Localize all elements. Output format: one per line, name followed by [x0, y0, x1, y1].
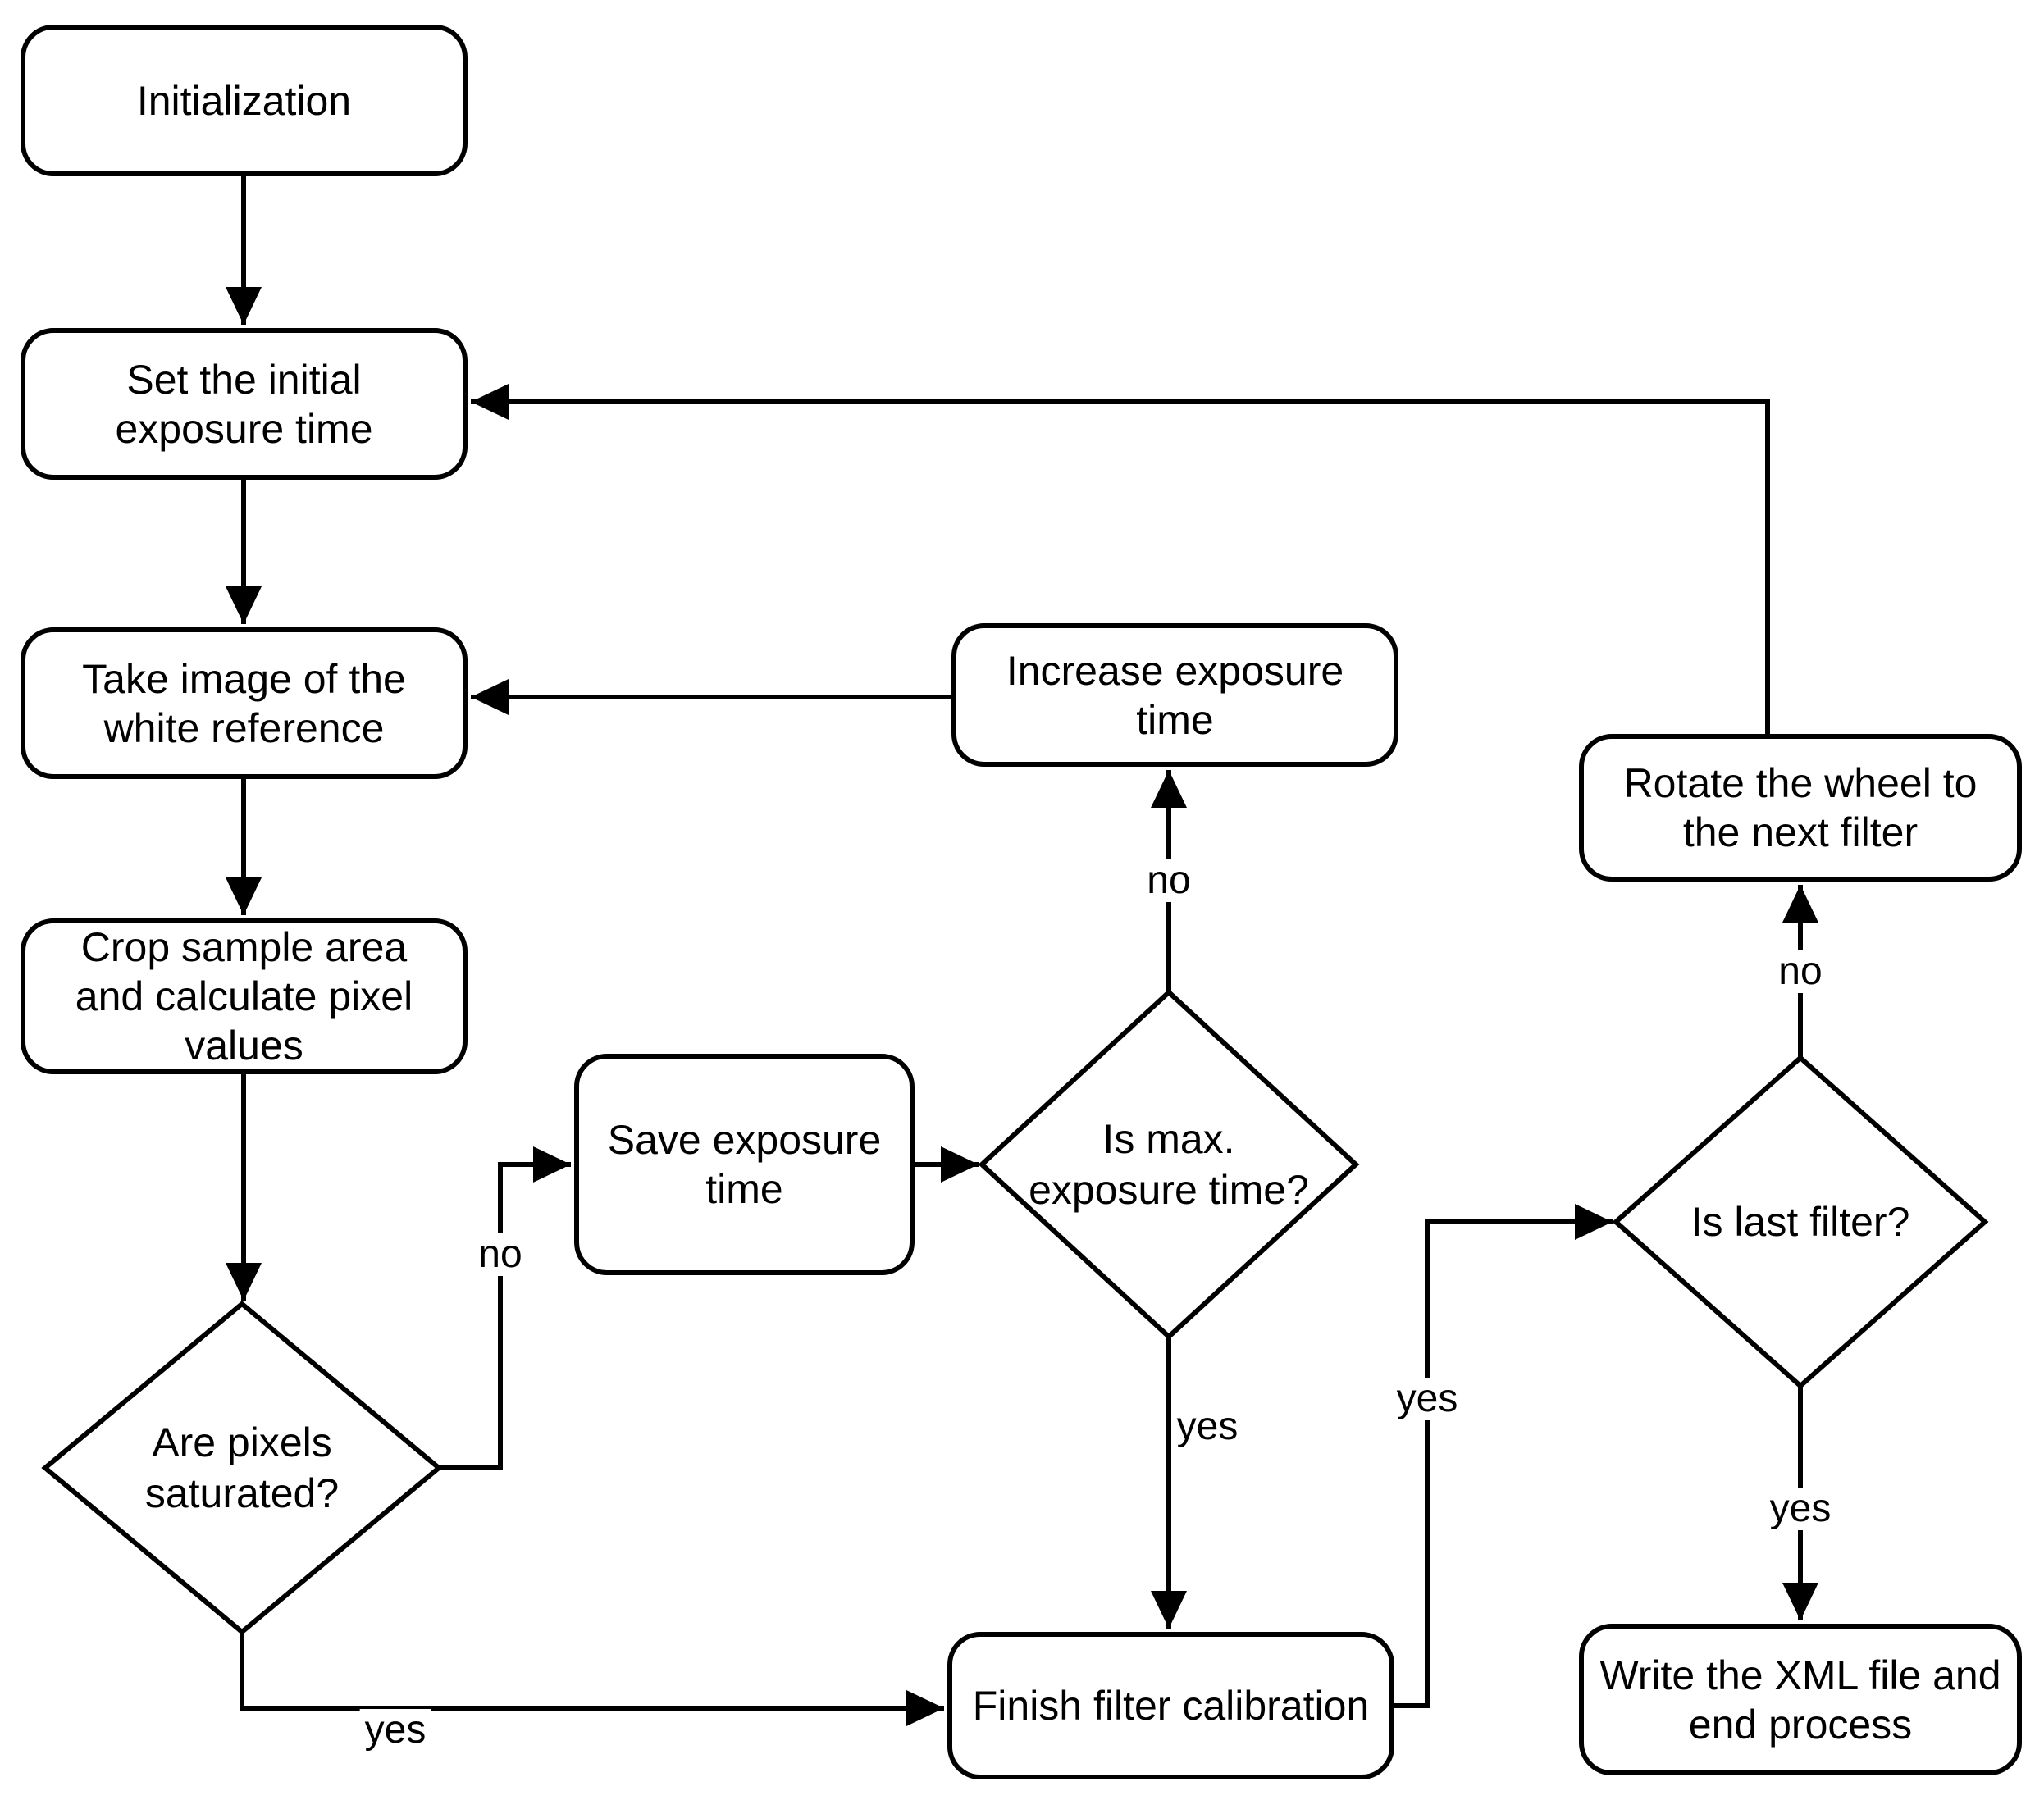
node-label-line: and calculate pixel: [75, 973, 413, 1019]
node-label-line: Set the initial: [126, 356, 362, 403]
node-label-line: Is max.: [1102, 1116, 1235, 1162]
edge-label-finish-yes-to-islast: yes: [1391, 1378, 1463, 1420]
node-label-line: Take image of the: [82, 655, 406, 702]
edge-label-saturated-no-to-save: no: [473, 1233, 527, 1276]
node-label-line: saturated?: [144, 1470, 340, 1516]
node-label-line: Save exposure: [607, 1117, 882, 1163]
edge-label-ismax-yes-to-finish: yes: [1171, 1406, 1243, 1448]
node-finish-filter-calibration: Finish filter calibration: [947, 1632, 1394, 1779]
node-are-pixels-saturated-label: Are pixels saturated?: [145, 1417, 339, 1519]
node-label-line: Is last filter?: [1690, 1199, 1910, 1245]
node-label-line: time: [705, 1166, 783, 1212]
node-label-line: exposure time?: [1029, 1167, 1309, 1213]
node-label-line: white reference: [103, 704, 385, 751]
edge-label-ismax-no-to-increase: no: [1142, 859, 1196, 902]
node-label-line: Are pixels: [152, 1419, 332, 1465]
node-is-max-exposure-time-label: Is max. exposure time?: [1029, 1114, 1309, 1215]
node-label-line: Increase exposure: [1006, 647, 1344, 694]
edge-label-saturated-yes-to-finish: yes: [359, 1709, 431, 1752]
edge-label-islast-no-to-rotate: no: [1773, 950, 1827, 993]
edge-saturated-no-to-save: [439, 1146, 571, 1470]
node-label-line: values: [185, 1023, 303, 1069]
node-label-line: end process: [1688, 1701, 1913, 1748]
edge-saturated-yes-to-finish: [240, 1632, 944, 1726]
node-initialization: Initialization: [21, 25, 468, 176]
node-label-line: Rotate the wheel to: [1623, 760, 1978, 806]
node-label-line: Crop sample area: [80, 924, 408, 970]
node-label-line: Finish filter calibration: [972, 1683, 1370, 1729]
edge-label-islast-yes-to-write: yes: [1764, 1488, 1836, 1530]
node-label-line: Write the XML file and: [1599, 1652, 2001, 1698]
node-label-line: exposure time: [115, 405, 373, 452]
node-label-line: Initialization: [136, 77, 352, 124]
node-label-line: the next filter: [1682, 809, 1919, 855]
edge-rotate-to-set-feedback: [471, 384, 1770, 734]
node-is-last-filter-label: Is last filter?: [1691, 1196, 1910, 1247]
node-label-line: time: [1136, 696, 1214, 743]
edge-finish-yes-to-islast: [1394, 1204, 1613, 1708]
